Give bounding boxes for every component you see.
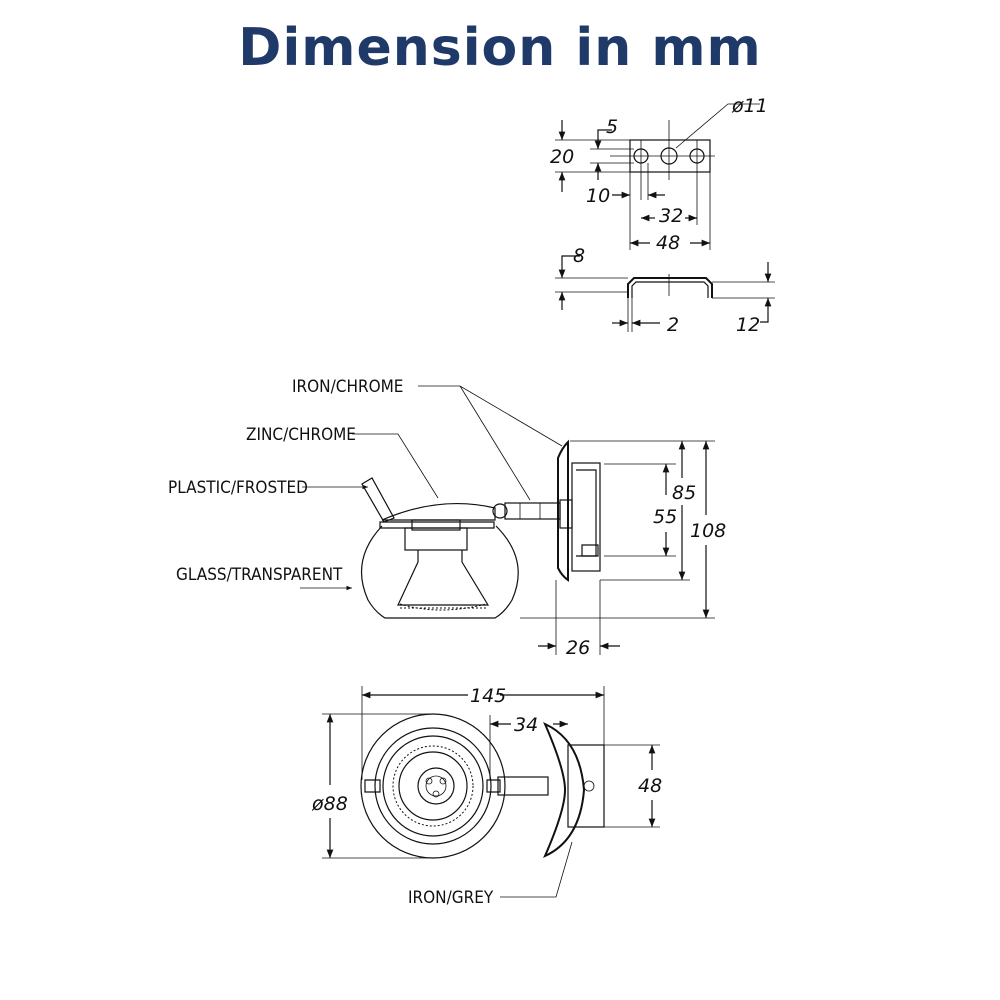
- dim-fifty-five: 55: [653, 506, 677, 528]
- dim-twelve: 12: [736, 314, 760, 336]
- dim-thirty-two: 32: [659, 205, 683, 227]
- dim-twenty-six: 26: [566, 637, 590, 659]
- dim-eight: 8: [573, 245, 585, 267]
- wall-plate-top: [543, 722, 586, 858]
- leader-zinc-chrome: [352, 433, 439, 499]
- label-iron-grey: IRON/GREY: [408, 888, 494, 908]
- bracket-side-view: 8 2 12: [555, 245, 775, 336]
- label-plastic-frosted: PLASTIC/FROSTED: [168, 478, 308, 498]
- bracket-top-view: ø11 5 20 10 32 48: [550, 95, 768, 254]
- dim-ten: 10: [586, 185, 610, 207]
- arm: [504, 502, 561, 520]
- top-cap: [381, 502, 496, 521]
- leader-iron-chrome-1: [418, 385, 563, 447]
- dim-twenty: 20: [550, 146, 574, 168]
- label-iron-chrome: IRON/CHROME: [292, 377, 403, 397]
- wall-box-top: [567, 744, 605, 828]
- dim-diameter-88: ø88: [311, 793, 348, 815]
- bulb: [397, 550, 490, 606]
- label-zinc-chrome: ZINC/CHROME: [246, 425, 356, 445]
- dim-thirty-four: 34: [514, 714, 538, 736]
- wall-plate-side: [557, 439, 569, 582]
- dim-five: 5: [606, 116, 618, 138]
- leader-hole: [675, 103, 760, 149]
- dim-forty-eight-top: 48: [638, 775, 662, 797]
- dim-two: 2: [667, 314, 679, 336]
- lamp-side-view: IRON/CHROME ZINC/CHROME PLASTIC/FROSTED …: [168, 377, 726, 659]
- lamp-top-view: 145 34 ø88 48 IRON/GREY: [311, 685, 662, 908]
- page-title: Dimension in mm: [238, 18, 762, 78]
- bracket-profile: [627, 277, 713, 298]
- lamp-center: [417, 767, 455, 805]
- dim-hole-diameter: ø11: [731, 95, 768, 117]
- dim-forty-eight: 48: [656, 232, 680, 254]
- dim-one-oh-eight: 108: [690, 520, 726, 542]
- dim-one-forty-five: 145: [470, 685, 506, 707]
- leader-iron-grey: [500, 841, 573, 898]
- frosted-tab: [361, 477, 395, 523]
- leader-iron-chrome-2: [459, 385, 531, 501]
- label-glass-transparent: GLASS/TRANSPARENT: [176, 565, 343, 585]
- dim-eighty-five: 85: [672, 482, 696, 504]
- arm-top: [497, 776, 549, 796]
- glass-shade: [361, 525, 519, 619]
